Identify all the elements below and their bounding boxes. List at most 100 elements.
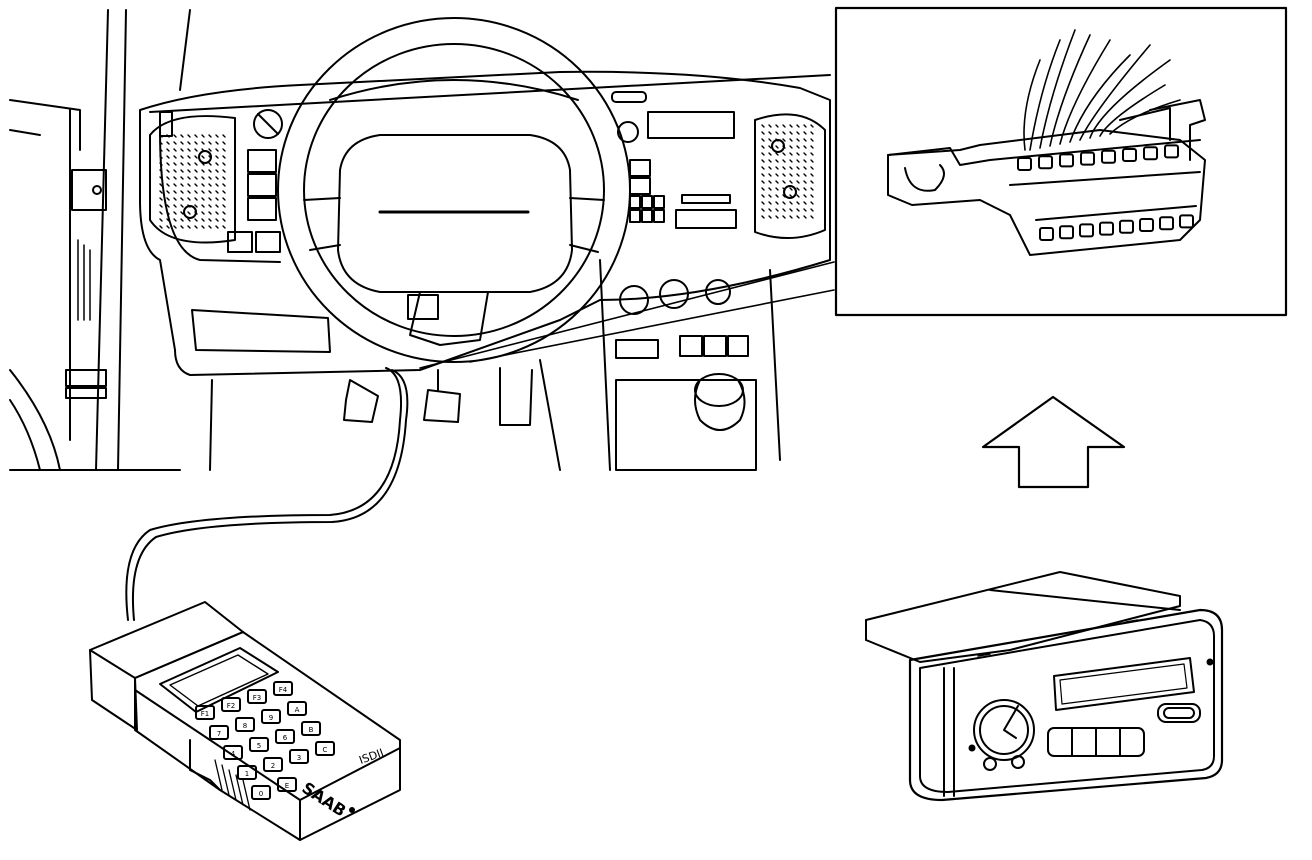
grille-dot — [159, 176, 163, 180]
grille-dot — [810, 145, 814, 149]
grille-dot — [782, 180, 786, 184]
tester-key: A — [287, 701, 307, 716]
connector-inset — [834, 6, 1288, 317]
left-vent — [149, 115, 236, 244]
grille-dot — [810, 187, 814, 191]
grille-dot — [166, 190, 170, 194]
grille-dot — [810, 152, 814, 156]
grille-dot — [803, 194, 807, 198]
grille-dot — [194, 218, 198, 222]
tester-key-label: F3 — [253, 694, 261, 702]
grille-dot — [761, 124, 765, 128]
grille-dot — [222, 176, 226, 180]
grille-dot — [761, 159, 765, 163]
grille-dot — [796, 159, 800, 163]
grille-dot — [775, 152, 779, 156]
grille-dot — [768, 159, 772, 163]
grille-dot — [215, 155, 219, 159]
grille-dot — [796, 173, 800, 177]
grille-dot — [768, 124, 772, 128]
grille-dot — [789, 166, 793, 170]
grille-dot — [782, 201, 786, 205]
grille-dot — [180, 204, 184, 208]
grille-dot — [761, 138, 765, 142]
grille-dot — [775, 187, 779, 191]
grille-dot — [208, 169, 212, 173]
grille-dot — [208, 134, 212, 138]
grille-dot — [215, 211, 219, 215]
grille-dot — [180, 134, 184, 138]
grille-dot — [215, 218, 219, 222]
grille-dot — [173, 134, 177, 138]
grille-dot — [208, 141, 212, 145]
tester-key: 9 — [261, 709, 281, 724]
grille-dot — [173, 169, 177, 173]
grille-dot — [187, 169, 191, 173]
connector-pin — [1079, 223, 1094, 238]
grille-dot — [222, 211, 226, 215]
grille-dot — [222, 162, 226, 166]
tester-brand: SAAB — [299, 778, 350, 820]
grille-dot — [194, 204, 198, 208]
grille-dot — [159, 211, 163, 215]
connector-pin — [1038, 155, 1053, 170]
grille-dot — [159, 162, 163, 166]
connector-pin — [1119, 219, 1134, 234]
grille-dot — [180, 155, 184, 159]
grille-dot — [159, 225, 163, 229]
grille-dot — [222, 141, 226, 145]
grille-dot — [810, 166, 814, 170]
connector-pin — [1039, 227, 1054, 241]
grille-dot — [803, 187, 807, 191]
grille-dot — [201, 211, 205, 215]
grille-dot — [803, 208, 807, 212]
grille-dot — [173, 155, 177, 159]
grille-dot — [761, 194, 765, 198]
grille-dot — [194, 225, 198, 229]
grille-dot — [222, 134, 226, 138]
grille-dot — [803, 152, 807, 156]
grille-dot — [222, 148, 226, 152]
grille-dot — [208, 176, 212, 180]
grille-dot — [761, 180, 765, 184]
tester-key-label: 1 — [245, 770, 249, 778]
grille-dot — [775, 194, 779, 198]
tester-key-label: 5 — [257, 742, 261, 750]
grille-dot — [201, 225, 205, 229]
grille-dot — [180, 169, 184, 173]
grille-dot — [159, 148, 163, 152]
tester-key-label: A — [295, 706, 300, 714]
grille-dot — [215, 162, 219, 166]
grille-dot — [166, 197, 170, 201]
grille-dot — [789, 187, 793, 191]
grille-dot — [775, 180, 779, 184]
grille-dot — [180, 225, 184, 229]
diagnostic-connector — [887, 29, 1206, 256]
tester-key: 7 — [209, 725, 229, 740]
grille-dot — [789, 173, 793, 177]
grille-dot — [775, 215, 779, 219]
grille-dot — [222, 225, 226, 229]
grille-dot — [187, 162, 191, 166]
grille-dot — [775, 201, 779, 205]
tester-key: 5 — [249, 737, 269, 752]
grille-dot — [796, 166, 800, 170]
grille-dot — [180, 211, 184, 215]
grille-dot — [789, 152, 793, 156]
connector-pin — [1059, 225, 1074, 240]
grille-dot — [768, 208, 772, 212]
right-vent — [754, 113, 826, 240]
grille-dot — [173, 211, 177, 215]
grille-dot — [796, 145, 800, 149]
grille-dot — [782, 194, 786, 198]
grille-dot — [194, 155, 198, 159]
tester-key: 8 — [235, 717, 255, 732]
grille-dot — [775, 208, 779, 212]
grille-dot — [810, 201, 814, 205]
tester-key: 3 — [289, 749, 309, 764]
grille-dot — [215, 141, 219, 145]
grille-dot — [789, 201, 793, 205]
tester-key: F3 — [247, 689, 267, 704]
tester-key: F4 — [273, 681, 293, 696]
tester-key-label: F4 — [279, 686, 288, 694]
